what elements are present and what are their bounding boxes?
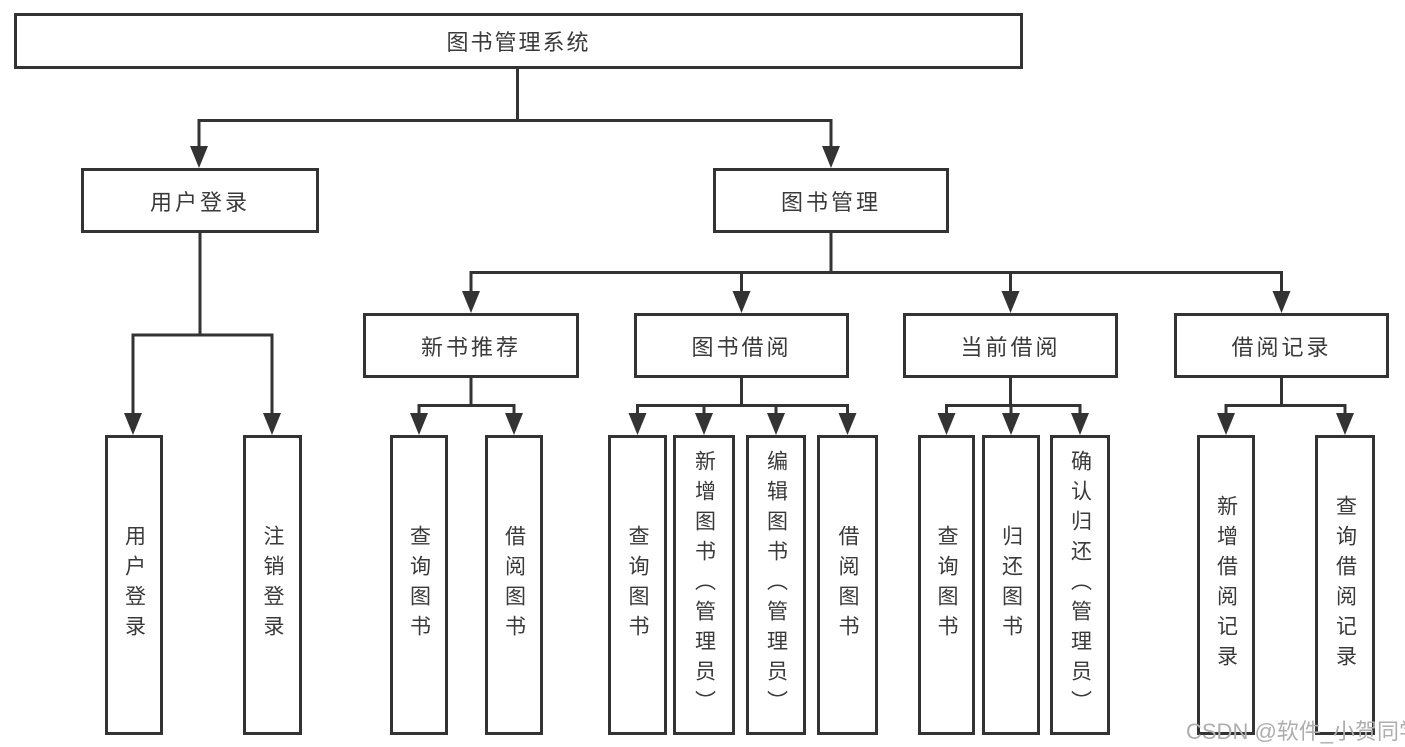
- node-user-login: 用户登录: [81, 168, 319, 233]
- node-book-mgmt-label: 图书管理: [780, 189, 881, 215]
- connector-current-borrow-arrowheads: [937, 413, 1089, 435]
- leaf-query-books-bookborrow: 查询图书: [608, 435, 667, 735]
- leaf-add-borrow-record-label: 新增借阅记录: [1214, 495, 1238, 675]
- leaf-user-login: 用户登录: [105, 435, 163, 735]
- leaf-query-borrow-record-label: 查询借阅记录: [1333, 495, 1357, 675]
- leaf-add-book-admin-label: 新增图书（管理员）: [692, 450, 716, 720]
- node-borrow-records: 借阅记录: [1174, 313, 1389, 378]
- node-root: 图书管理系统: [14, 13, 1023, 69]
- connector-root: [197, 69, 833, 148]
- leaf-borrow-books-newbooks-label: 借阅图书: [502, 525, 526, 645]
- watermark: CSDN @软件_小贺同学: [1186, 719, 1405, 744]
- connector-book-borrow-arrowheads: [628, 413, 857, 435]
- node-book-borrow-label: 图书借阅: [691, 334, 792, 360]
- connector-new-books: [417, 378, 516, 414]
- connector-borrow-records-arrowheads: [1217, 413, 1354, 435]
- leaf-query-books-bookborrow-label: 查询图书: [626, 525, 650, 645]
- node-current-borrow-label: 当前借阅: [960, 334, 1061, 360]
- node-root-label: 图书管理系统: [446, 30, 591, 55]
- connector-user-login: [131, 233, 274, 414]
- leaf-return-book: 归还图书: [982, 435, 1040, 735]
- connector-book-borrow: [636, 378, 849, 414]
- connector-current-borrow: [945, 378, 1082, 414]
- leaf-edit-book-admin-label: 编辑图书（管理员）: [764, 450, 788, 720]
- leaf-logout-login-label: 注销登录: [261, 525, 285, 645]
- leaf-user-login-label: 用户登录: [122, 525, 146, 645]
- leaf-query-books-newbooks: 查询图书: [390, 435, 448, 735]
- leaf-add-book-admin: 新增图书（管理员）: [673, 435, 735, 735]
- leaf-return-book-label: 归还图书: [999, 525, 1023, 645]
- leaf-confirm-return-admin: 确认归还（管理员）: [1050, 435, 1110, 735]
- leaf-add-borrow-record: 新增借阅记录: [1197, 435, 1255, 735]
- node-new-books-label: 新书推荐: [420, 334, 521, 360]
- leaf-borrow-books-bookborrow: 借阅图书: [817, 435, 878, 735]
- node-user-login-label: 用户登录: [149, 189, 250, 215]
- leaf-logout-login: 注销登录: [243, 435, 302, 735]
- leaf-query-borrow-record: 查询借阅记录: [1315, 435, 1375, 735]
- leaf-query-books-newbooks-label: 查询图书: [407, 525, 431, 645]
- leaf-borrow-books-newbooks: 借阅图书: [485, 435, 543, 735]
- connector-root-arrowheads: [190, 146, 840, 168]
- leaf-query-books-currentborrow-label: 查询图书: [935, 525, 959, 645]
- node-borrow-records-label: 借阅记录: [1231, 334, 1332, 360]
- connector-new-books-arrowheads: [410, 413, 523, 435]
- connector-borrow-records: [1224, 378, 1347, 414]
- connector-user-login-arrowheads: [124, 413, 281, 435]
- connector-book-mgmt: [469, 233, 1283, 292]
- node-book-borrow: 图书借阅: [634, 313, 849, 378]
- node-new-books: 新书推荐: [363, 313, 579, 378]
- leaf-query-books-currentborrow: 查询图书: [918, 435, 975, 735]
- leaf-borrow-books-bookborrow-label: 借阅图书: [836, 525, 860, 645]
- leaf-confirm-return-admin-label: 确认归还（管理员）: [1068, 450, 1092, 720]
- node-current-borrow: 当前借阅: [903, 313, 1118, 378]
- connector-book-mgmt-arrowheads: [462, 291, 1291, 313]
- node-book-mgmt: 图书管理: [713, 168, 949, 233]
- leaf-edit-book-admin: 编辑图书（管理员）: [746, 435, 806, 735]
